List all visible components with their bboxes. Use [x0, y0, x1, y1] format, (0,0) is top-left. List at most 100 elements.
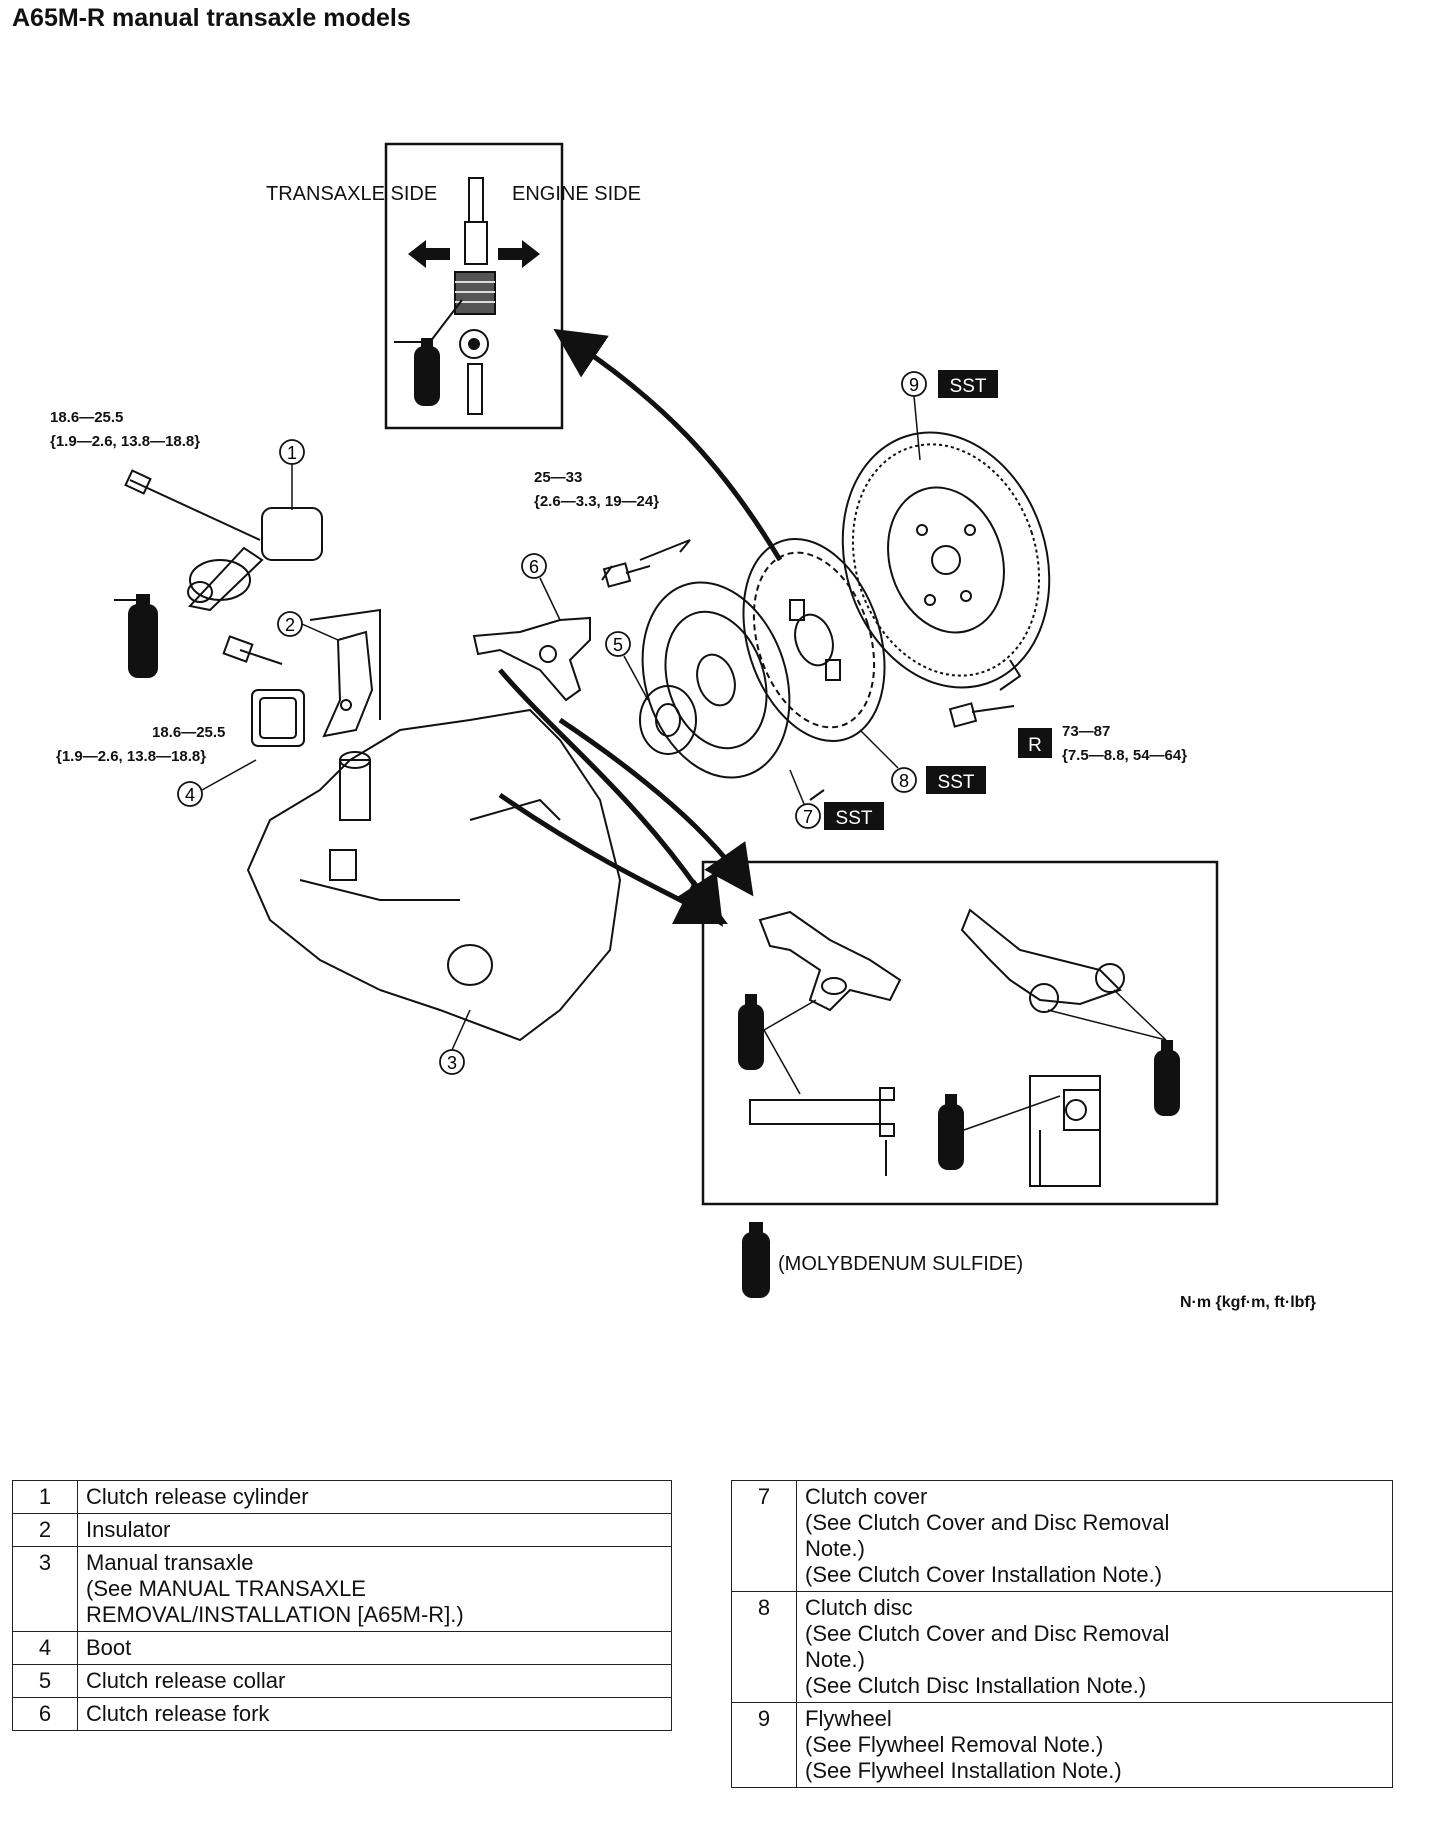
bolts: [602, 539, 1022, 728]
clutch-release-fork: [472, 616, 591, 702]
parts-table-left: 1 Clutch release cylinder 2 Insulator 3 Manua…: [12, 1480, 672, 1731]
clutch-release-cylinder: [124, 469, 323, 612]
callout-2: 2: [277, 611, 339, 641]
part-description: Clutch release cylinder: [77, 1480, 672, 1514]
part-description-line: REMOVAL/INSTALLATION [A65M-R].): [86, 1602, 464, 1627]
torque-value: {2.6—3.3, 19—24}: [534, 493, 659, 510]
detail-inset-box: [701, 860, 1219, 1206]
part-description-line: Clutch release collar: [86, 1668, 286, 1693]
svg-text:SST: SST: [950, 376, 987, 397]
manual-transaxle-housing: [246, 708, 622, 1042]
table-row: 5 Clutch release collar: [12, 1664, 672, 1698]
part-number: 4: [12, 1631, 78, 1665]
callout-4: 4: [177, 759, 257, 807]
svg-text:SST: SST: [938, 772, 975, 793]
part-description-line: Clutch disc: [805, 1595, 913, 1620]
part-number: 2: [12, 1513, 78, 1547]
grease-can-icon: [1154, 1040, 1180, 1116]
grease-can-icon: [742, 1222, 770, 1298]
torque-value: {7.5—8.8, 54—64}: [1062, 747, 1187, 764]
torque-value: 73—87: [1062, 723, 1110, 740]
part-number: 9: [731, 1702, 797, 1788]
callout-5: 5: [605, 631, 649, 701]
part-description: Flywheel (See Flywheel Removal Note.) (S…: [796, 1702, 1393, 1788]
callout-1: 1: [279, 439, 305, 510]
callout-3: 3: [439, 1009, 471, 1075]
torque-unit-note: N·m {kgf·m, ft·lbf}: [1180, 1294, 1316, 1311]
part-description-line: (See Flywheel Removal Note.): [805, 1732, 1104, 1757]
release-bearing-section: [454, 177, 496, 415]
part-description-line: (See Clutch Disc Installation Note.): [805, 1673, 1147, 1698]
part-description-line: Note.): [805, 1647, 865, 1672]
table-row: 6 Clutch release fork: [12, 1697, 672, 1731]
table-row: 2 Insulator: [12, 1513, 672, 1547]
svg-text:6: 6: [529, 557, 539, 577]
transaxle-engine-side-inset: TRANSAXLE SIDE ENGINE SIDE: [266, 142, 641, 430]
svg-text:SST: SST: [836, 808, 873, 829]
left-arrow-icon: [408, 240, 450, 268]
part-description: Insulator: [77, 1513, 672, 1547]
part-number: 7: [731, 1480, 797, 1592]
boot: [251, 689, 305, 747]
callout-9: 9: [901, 371, 927, 461]
callout-8: 8: [859, 729, 917, 793]
table-row: 8 Clutch disc (See Clutch Cover and Disc …: [731, 1591, 1393, 1703]
callout-6: 6: [521, 553, 561, 621]
part-description: Clutch release fork: [77, 1697, 672, 1731]
part-number: 6: [12, 1697, 78, 1731]
grease-can-icon: [114, 594, 158, 678]
grease-type-note: (MOLYBDENUM SULFIDE): [778, 1253, 1024, 1275]
svg-text:4: 4: [185, 785, 195, 805]
clutch-cover: [601, 565, 825, 801]
svg-text:8: 8: [899, 771, 909, 791]
sst-tag: SST: [824, 802, 884, 830]
svg-text:5: 5: [613, 635, 623, 655]
part-number: 3: [12, 1546, 78, 1632]
table-row: 1 Clutch release cylinder: [12, 1480, 672, 1514]
svg-text:9: 9: [909, 375, 919, 395]
part-description-line: (See Clutch Cover Installation Note.): [805, 1562, 1163, 1587]
part-description-line: Flywheel: [805, 1706, 892, 1731]
part-description-line: (See MANUAL TRANSAXLE: [86, 1576, 366, 1601]
part-description-line: Clutch release cylinder: [86, 1484, 309, 1509]
part-description-line: (See Clutch Cover and Disc Removal: [805, 1621, 1170, 1646]
grease-can-icon: [938, 1094, 964, 1170]
part-description-line: Manual transaxle: [86, 1550, 254, 1575]
svg-text:7: 7: [803, 807, 813, 827]
page-title: A65M-R manual transaxle models: [12, 4, 411, 32]
svg-text:1: 1: [287, 443, 297, 463]
engine-side-label: ENGINE SIDE: [512, 183, 641, 205]
part-number: 5: [12, 1664, 78, 1698]
part-description-line: Note.): [805, 1536, 865, 1561]
insulator: [222, 608, 381, 738]
part-description-line: Clutch release fork: [86, 1701, 270, 1726]
part-description: Boot: [77, 1631, 672, 1665]
svg-text:2: 2: [285, 615, 295, 635]
part-description-line: Insulator: [86, 1517, 171, 1542]
torque-value: 25—33: [534, 469, 582, 486]
flywheel: [841, 431, 1051, 689]
part-description: Clutch release collar: [77, 1664, 672, 1698]
sst-tag: SST: [938, 370, 998, 398]
part-description: Clutch cover (See Clutch Cover and Disc …: [796, 1480, 1393, 1592]
grease-can-icon: [738, 994, 764, 1070]
torque-value: 18.6—25.5: [50, 409, 123, 426]
sst-tag: SST: [926, 766, 986, 794]
svg-text:3: 3: [447, 1053, 457, 1073]
callout-7: 7: [789, 769, 821, 829]
replace-tag: R: [1018, 728, 1052, 758]
torque-value: {1.9—2.6, 13.8—18.8}: [56, 748, 206, 765]
clutch-disc: [742, 538, 886, 742]
part-description-line: Boot: [86, 1635, 132, 1660]
part-description-line: Clutch cover: [805, 1484, 928, 1509]
part-number: 1: [12, 1480, 78, 1514]
part-number: 8: [731, 1591, 797, 1703]
torque-value: 18.6—25.5: [152, 724, 225, 741]
part-description-line: (See Flywheel Installation Note.): [805, 1758, 1122, 1783]
table-row: 4 Boot: [12, 1631, 672, 1665]
